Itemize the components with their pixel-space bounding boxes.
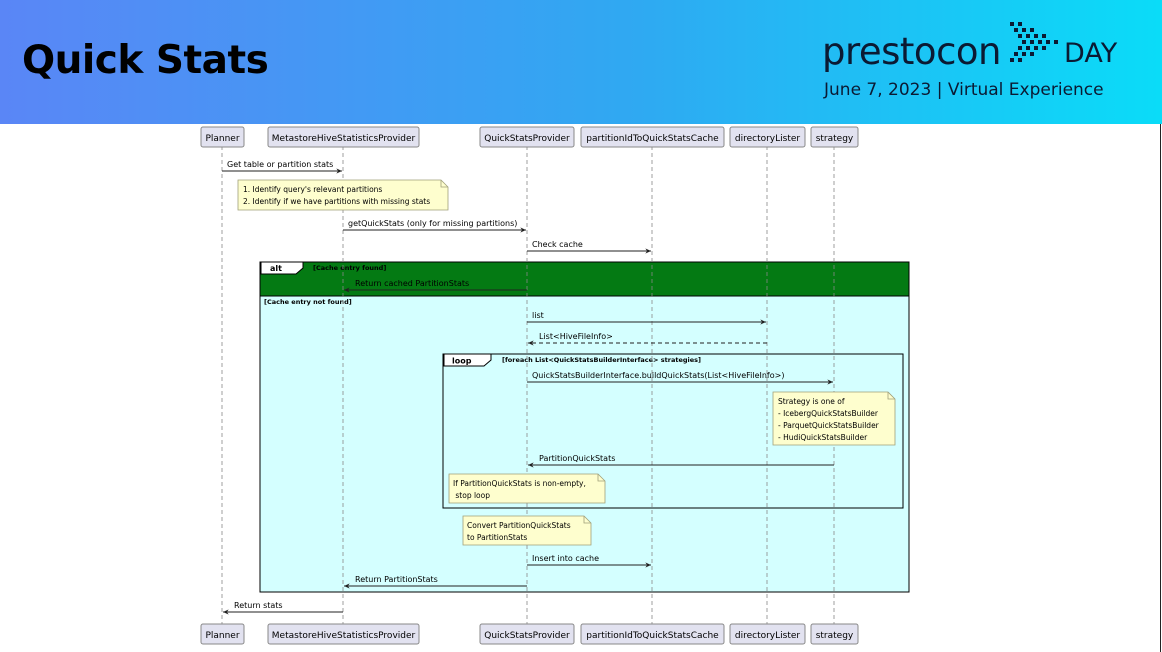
note-stop-line-2: stop loop xyxy=(453,491,490,500)
participant-planner-label: Planner xyxy=(205,134,239,144)
else-condition: [Cache entry not found] xyxy=(264,298,352,306)
msg-return-partition-stats: Return PartitionStats xyxy=(355,575,438,584)
participant-cache-top xyxy=(580,126,725,148)
participant-quickstats-bottom xyxy=(479,623,575,645)
msg-partition-quick-stats: PartitionQuickStats xyxy=(539,454,615,463)
loop-condition: [foreach List<QuickStatsBuilderInterface… xyxy=(502,356,701,364)
note-strategy-line-4: - HudiQuickStatsBuilder xyxy=(778,433,868,442)
msg-list: list xyxy=(532,311,544,320)
msg-list-result: List<HiveFileInfo> xyxy=(539,332,613,341)
participant-planner-top xyxy=(200,126,245,148)
participant-planner-bottom xyxy=(200,623,245,645)
slide-header xyxy=(0,0,1162,124)
alt-condition: [Cache entry found] xyxy=(313,264,386,272)
brand-day: DAY xyxy=(1064,38,1118,69)
participant-metastore-bottom xyxy=(267,623,420,645)
participant-metastore-top xyxy=(267,126,420,148)
participant-strategy-bottom xyxy=(810,623,859,645)
participant-cache-label: partitionIdToQuickStatsCache xyxy=(586,134,719,144)
loop-region xyxy=(442,353,904,509)
note-convert xyxy=(462,515,592,546)
participant-lister-bottom xyxy=(729,623,806,645)
note-convert-line-1: Convert PartitionQuickStats xyxy=(467,521,571,530)
note-identify-line-1: 1. Identify query's relevant partitions xyxy=(243,185,382,194)
participant-quickstats-label: QuickStatsProvider xyxy=(484,631,570,641)
brand-wordmark: prestocon xyxy=(822,30,1002,73)
msg-return-cached: Return cached PartitionStats xyxy=(355,279,469,288)
msg-build: QuickStatsBuilderInterface.buildQuickSta… xyxy=(532,371,784,380)
alt-label: alt xyxy=(270,264,282,273)
dotted-triangle-logo-icon xyxy=(1010,22,1058,62)
participant-metastore-label: MetastoreHiveStatisticsProvider xyxy=(272,134,416,144)
participant-metastore-label: MetastoreHiveStatisticsProvider xyxy=(272,631,416,641)
note-strategy-line-2: - IcebergQuickStatsBuilder xyxy=(778,409,879,418)
note-strategy-line-3: - ParquetQuickStatsBuilder xyxy=(778,421,880,430)
note-identify xyxy=(237,179,449,211)
participant-lister-label: directoryLister xyxy=(735,134,801,144)
msg-get-stats: Get table or partition stats xyxy=(227,160,333,169)
note-convert-line-2: to PartitionStats xyxy=(467,533,527,542)
participant-cache-bottom xyxy=(580,623,725,645)
participant-quickstats-top xyxy=(479,126,575,148)
participant-strategy-label: strategy xyxy=(816,134,854,144)
participant-strategy-top xyxy=(810,126,859,148)
msg-return-stats: Return stats xyxy=(234,601,283,610)
slide-title: Quick Stats xyxy=(22,38,269,83)
participant-quickstats-label: QuickStatsProvider xyxy=(484,134,570,144)
note-stop-loop xyxy=(448,473,606,504)
note-strategy-line-1: Strategy is one of xyxy=(778,397,845,406)
event-subtitle: June 7, 2023 | Virtual Experience xyxy=(824,80,1104,100)
msg-get-quick-stats: getQuickStats (only for missing partitio… xyxy=(348,219,517,228)
sequence-diagram: alt [Cache entry found] [Cache entry not… xyxy=(200,126,910,645)
participant-strategy-label: strategy xyxy=(816,631,854,641)
note-identify-line-2: 2. Identify if we have partitions with m… xyxy=(243,197,430,206)
note-strategy xyxy=(772,391,896,446)
msg-insert-cache: Insert into cache xyxy=(532,554,599,563)
loop-label: loop xyxy=(452,357,472,366)
participant-lister-top xyxy=(729,126,806,148)
note-stop-line-1: If PartitionQuickStats is non-empty, xyxy=(453,479,586,488)
participant-planner-label: Planner xyxy=(205,631,239,641)
msg-check-cache: Check cache xyxy=(532,240,583,249)
slide-edge xyxy=(1160,124,1161,652)
participant-cache-label: partitionIdToQuickStatsCache xyxy=(586,631,719,641)
alt-tab xyxy=(260,261,304,275)
loop-tab xyxy=(443,353,492,367)
participant-lister-label: directoryLister xyxy=(735,631,801,641)
